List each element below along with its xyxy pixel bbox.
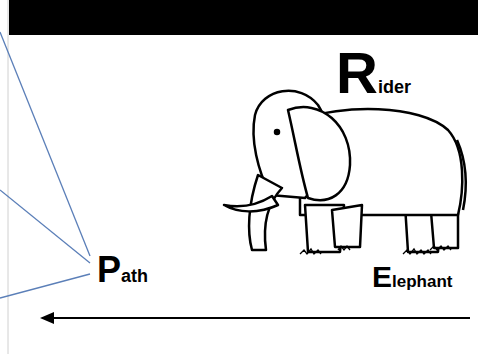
rider-label: Rider — [336, 44, 411, 102]
path-label: Path — [97, 252, 148, 288]
elephant-label: Elephant — [372, 262, 452, 292]
